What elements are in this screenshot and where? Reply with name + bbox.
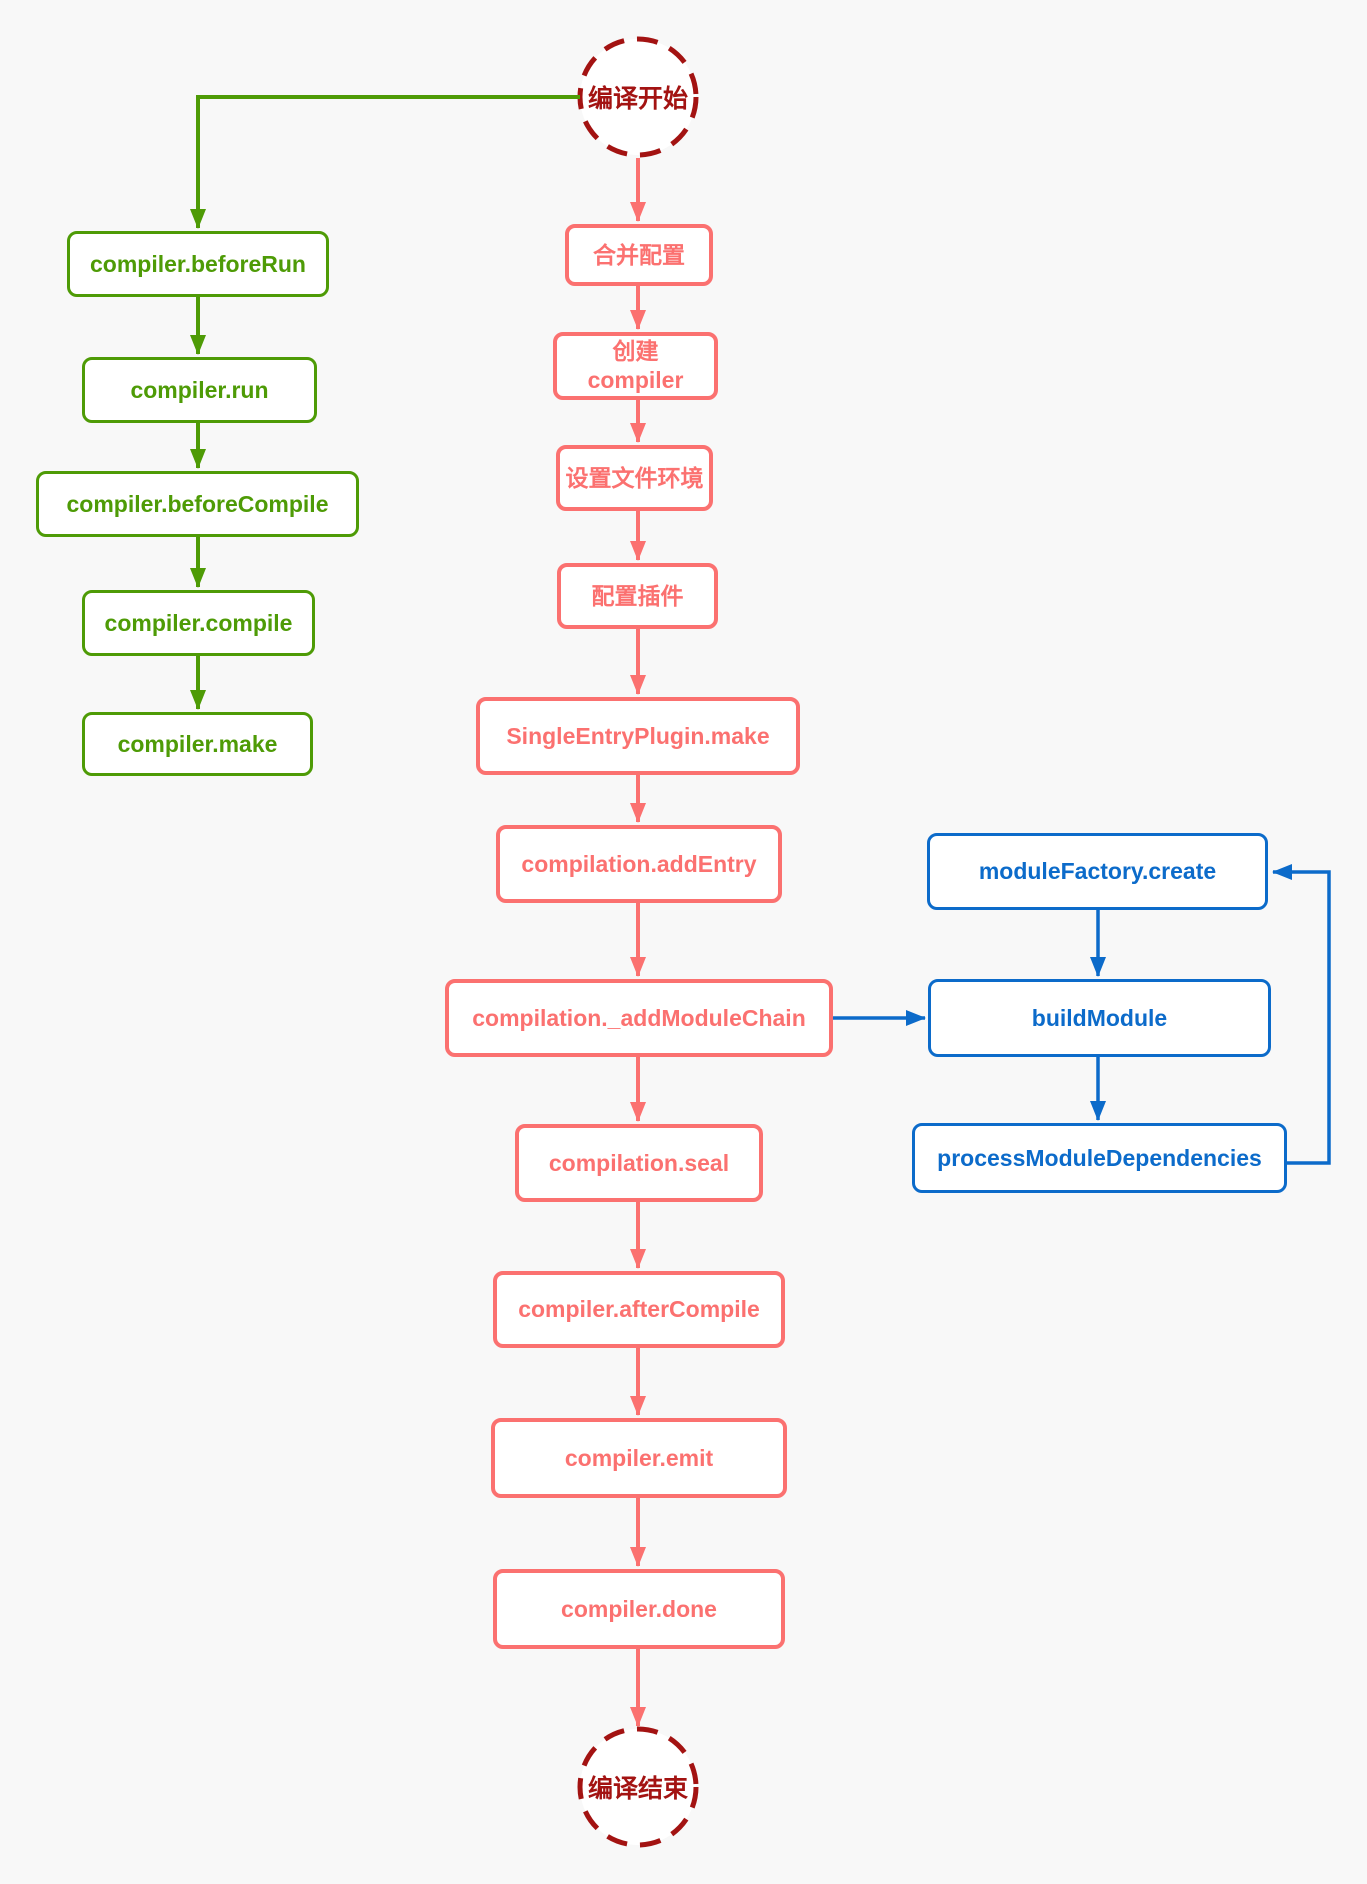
node-compiler-done: compiler.done [493, 1569, 785, 1649]
end-terminal: 编译结束 [580, 1729, 696, 1845]
end-terminal-circle [577, 1726, 699, 1848]
node-compiler-make: compiler.make [82, 712, 313, 776]
node-merge-config: 合并配置 [565, 224, 713, 286]
node-label: compiler.beforeRun [90, 250, 306, 277]
node-singleentryplugin-make: SingleEntryPlugin.make [476, 697, 800, 775]
node-compilation-addmodulechain: compilation._addModuleChain [445, 979, 833, 1057]
node-create-compiler: 创建 compiler [553, 332, 718, 400]
node-label: compiler.afterCompile [518, 1296, 760, 1323]
node-label: compilation.addEntry [521, 850, 757, 877]
node-processmoduledependencies: processModuleDependencies [912, 1123, 1287, 1193]
node-label: SingleEntryPlugin.make [506, 722, 770, 749]
node-buildmodule: buildModule [928, 979, 1271, 1057]
connector-processdeps-loop-to-modulefactory [1272, 864, 1331, 1165]
node-label: compilation._addModuleChain [472, 1004, 806, 1031]
node-modulefactory-create: moduleFactory.create [927, 833, 1268, 910]
node-compiler-beforerun: compiler.beforeRun [67, 231, 329, 297]
node-compiler-aftercompile: compiler.afterCompile [493, 1271, 785, 1348]
node-label: 合并配置 [593, 241, 685, 268]
node-label: moduleFactory.create [978, 858, 1217, 885]
node-compiler-emit: compiler.emit [491, 1418, 787, 1498]
node-label: compiler.compile [104, 609, 293, 636]
node-label: compiler.run [130, 376, 269, 403]
node-label: compilation.seal [548, 1149, 730, 1176]
node-setup-file-env: 设置文件环境 [556, 445, 713, 511]
node-label: compiler.done [561, 1595, 717, 1622]
node-label: compiler.beforeCompile [66, 490, 329, 517]
node-compiler-run: compiler.run [82, 357, 317, 423]
node-compiler-beforecompile: compiler.beforeCompile [36, 471, 359, 537]
node-label: processModuleDependencies [937, 1144, 1262, 1171]
node-label: 创建 compiler [587, 338, 684, 393]
end-terminal-text: 编译结束 [587, 1775, 688, 1803]
node-label: compiler.emit [564, 1444, 714, 1471]
connector-start-to-beforerun [190, 95, 580, 229]
node-compilation-addentry: compilation.addEntry [496, 825, 782, 903]
node-compiler-compile: compiler.compile [82, 590, 315, 656]
node-label: compiler.make [117, 730, 278, 757]
node-compilation-seal: compilation.seal [515, 1124, 763, 1202]
node-label: 配置插件 [591, 582, 684, 609]
node-label: 设置文件环境 [565, 464, 704, 491]
start-terminal-text: 编译开始 [587, 85, 688, 113]
node-config-plugins: 配置插件 [557, 563, 718, 629]
node-label: buildModule [1031, 1004, 1168, 1031]
start-terminal: 编译开始 [580, 39, 696, 155]
